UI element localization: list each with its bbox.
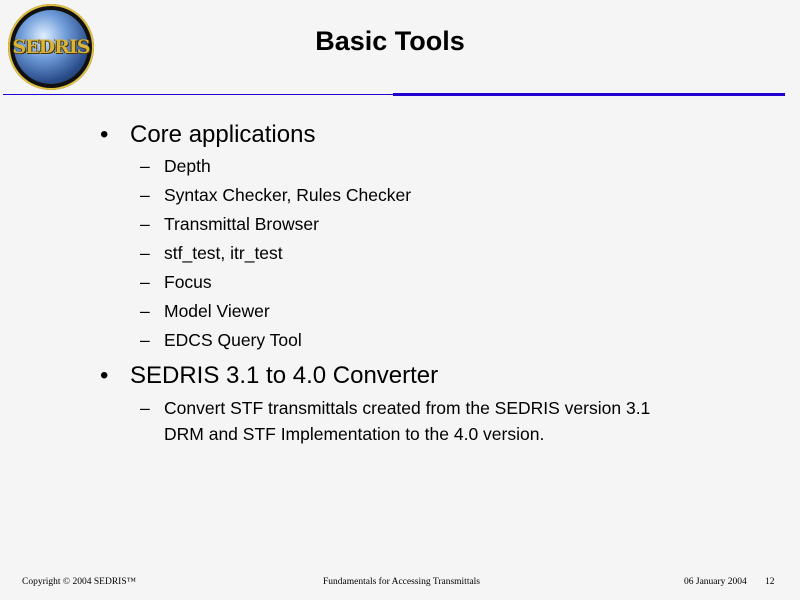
sub-bullet: –EDCS Query Tool [100, 326, 740, 355]
bullet-converter: •SEDRIS 3.1 to 4.0 Converter [100, 359, 740, 393]
page-number: 12 [765, 577, 775, 587]
dash-icon: – [140, 330, 150, 350]
footer-date: 06 January 2004 [684, 577, 747, 587]
dash-icon: – [140, 243, 150, 263]
dash-icon: – [140, 398, 150, 418]
logo-text: SEDRIS [12, 36, 90, 58]
bullet-icon: • [100, 362, 109, 389]
sub-bullet: –Transmittal Browser [100, 210, 740, 239]
sub-bullet: –Syntax Checker, Rules Checker [100, 181, 740, 210]
sub-bullet: –Focus [100, 268, 740, 297]
sub-bullet: –stf_test, itr_test [100, 239, 740, 268]
dash-icon: – [140, 272, 150, 292]
sub-bullet: –Convert STF transmittals created from t… [100, 395, 664, 447]
globe-icon [14, 10, 88, 84]
sedris-logo: SEDRIS [8, 4, 94, 90]
dash-icon: – [140, 301, 150, 321]
title-rule-right [393, 93, 785, 96]
sub-bullet: –Depth [100, 152, 740, 181]
slide-title: Basic Tools [315, 26, 465, 56]
dash-icon: – [140, 156, 150, 176]
footer-title: Fundamentals for Accessing Transmittals [323, 577, 481, 587]
title-rule-left [3, 94, 393, 95]
bullet-icon: • [100, 121, 109, 148]
footer-copyright: Copyright © 2004 SEDRIS™ [22, 577, 136, 587]
dash-icon: – [140, 185, 150, 205]
sub-bullet: –Model Viewer [100, 297, 740, 326]
bullet-core-applications: •Core applications [100, 118, 740, 152]
slide-content: •Core applications –Depth –Syntax Checke… [100, 118, 740, 447]
dash-icon: – [140, 214, 150, 234]
